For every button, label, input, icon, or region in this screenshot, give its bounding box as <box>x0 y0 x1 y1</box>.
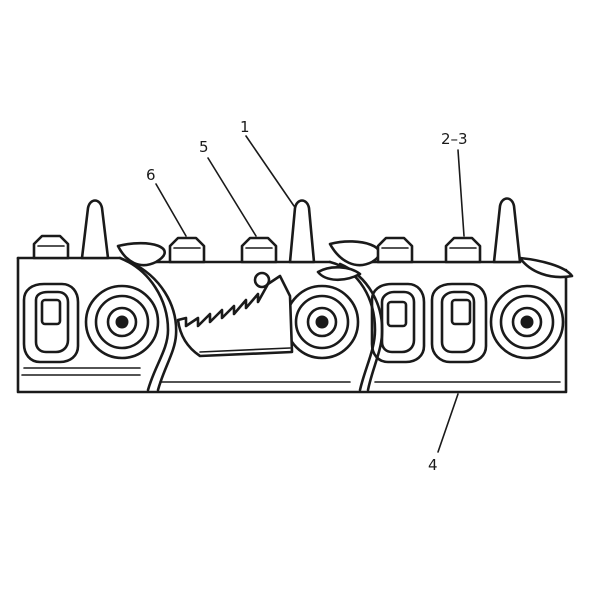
bolt-2 <box>168 236 206 264</box>
tooth-3 <box>492 197 522 264</box>
tooth-2 <box>288 199 316 264</box>
callout-1: 1 <box>240 118 250 136</box>
callout-6: 6 <box>146 166 156 184</box>
roller-2 <box>284 284 360 360</box>
leader-1 <box>245 135 295 207</box>
shoe-plate-left <box>116 241 166 267</box>
bolt-5 <box>444 236 482 264</box>
shoe-plate-mid <box>316 266 362 282</box>
body-outline <box>16 256 568 394</box>
rack-line <box>199 347 291 353</box>
tooth-1 <box>80 199 110 260</box>
separator-left <box>118 256 170 392</box>
callout-2-3: 2–3 <box>441 130 468 148</box>
roller-1 <box>84 284 160 360</box>
shoe-plate-end <box>518 256 574 279</box>
cutter-teeth <box>80 197 522 264</box>
bolt-3 <box>240 236 278 264</box>
leader-6 <box>155 183 187 237</box>
slot-guides <box>22 282 488 364</box>
callout-labels: 1 5 6 2–3 4 <box>146 118 468 474</box>
bolt-4 <box>376 236 414 264</box>
rack-plate <box>176 274 294 358</box>
lower-rail <box>21 374 561 383</box>
shoe-plates <box>116 240 574 282</box>
slot-3 <box>430 282 488 364</box>
leader-lines <box>155 135 465 453</box>
rack-pin <box>253 271 271 289</box>
rollers <box>84 284 565 360</box>
bolt-1 <box>32 234 70 260</box>
leader-4 <box>437 393 459 453</box>
rack-wedge <box>176 271 294 358</box>
separator-left-inner <box>128 260 178 392</box>
bolts <box>32 234 482 264</box>
callout-5: 5 <box>199 138 209 156</box>
callout-4: 4 <box>428 456 438 474</box>
slot-2 <box>370 282 426 364</box>
leader-2-3 <box>457 149 465 237</box>
slot-1 <box>22 282 80 364</box>
shoe-plate-right <box>328 240 381 267</box>
roller-3 <box>489 284 565 360</box>
leader-5 <box>207 157 257 237</box>
